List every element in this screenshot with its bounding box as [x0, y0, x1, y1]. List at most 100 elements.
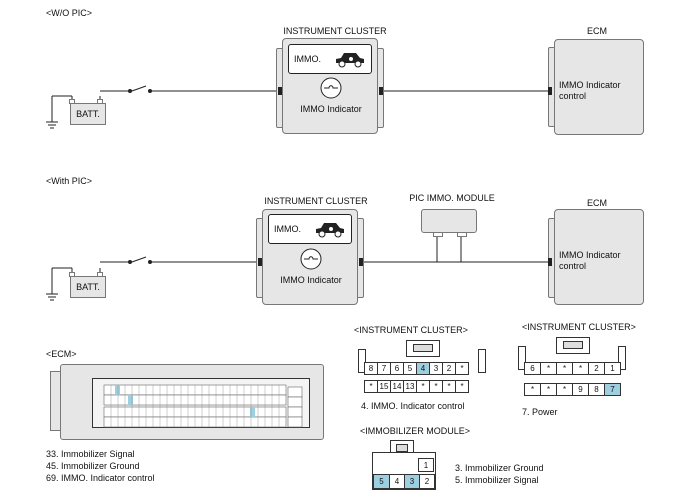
- pic-immo-module: [421, 209, 477, 233]
- pin-highlighted: 5: [373, 474, 390, 489]
- top-switch-contact: [148, 89, 152, 93]
- pin: *: [556, 362, 573, 375]
- pin: 14: [390, 380, 404, 393]
- ecm-note-2: 45. Immobilizer Ground: [46, 461, 140, 471]
- ecm-connector-label: <ECM>: [46, 349, 77, 359]
- pin: *: [416, 380, 430, 393]
- pic-module-pin: [457, 232, 467, 237]
- pin: 7: [377, 362, 391, 375]
- top-cluster-pin-right: [379, 87, 383, 95]
- top-cluster-title: INSTRUMENT CLUSTER: [283, 26, 387, 36]
- top-battery-wiring: [46, 85, 548, 129]
- pin: *: [455, 362, 469, 375]
- cluster-connector-1-label: <INSTRUMENT CLUSTER>: [354, 325, 468, 335]
- ecm-pin-69-highlight: [115, 385, 120, 395]
- top-battery-label: BATT.: [76, 109, 100, 119]
- top-switch-contact: [128, 89, 132, 93]
- cluster-connector-2-row-2: * * * 9 8 7: [524, 383, 621, 396]
- pin-highlighted: 4: [416, 362, 430, 375]
- immobilizer-pin-1: 1: [418, 458, 434, 472]
- cluster-connector-2-label: <INSTRUMENT CLUSTER>: [522, 322, 636, 332]
- pin: *: [442, 380, 456, 393]
- bottom-ecm: [554, 209, 644, 305]
- immobilizer-note-2: 5. Immobilizer Signal: [455, 475, 539, 485]
- ecm-note-1: 33. Immobilizer Signal: [46, 449, 135, 459]
- pin: *: [524, 383, 541, 396]
- immobilizer-pin-row: 5 4 3 2: [373, 474, 435, 489]
- bottom-ecm-text-2: control: [559, 261, 587, 271]
- top-indicator-label: IMMO Indicator: [300, 104, 362, 114]
- bottom-battery-terminal: [97, 272, 103, 277]
- bottom-cluster-title: INSTRUMENT CLUSTER: [264, 196, 368, 206]
- pin: *: [429, 380, 443, 393]
- ecm-pin-45-highlight: [128, 395, 133, 405]
- cluster-connector-2-side: [618, 346, 626, 370]
- cluster-connector-1-side: [478, 349, 486, 373]
- pin: 8: [588, 383, 605, 396]
- bottom-cluster-pin-right: [359, 258, 363, 266]
- pin: *: [455, 380, 469, 393]
- top-immo-panel: IMMO.: [288, 44, 372, 74]
- bottom-battery: BATT.: [70, 276, 106, 298]
- pin: *: [556, 383, 573, 396]
- ecm-pin-33-highlight: [250, 407, 255, 417]
- ecm-note-3: 69. IMMO. Indicator control: [46, 473, 155, 483]
- car-key-icon: [336, 53, 364, 68]
- pin: 9: [572, 383, 589, 396]
- top-cluster-pin-left: [278, 87, 282, 95]
- cluster-connector-1-side: [358, 349, 366, 373]
- pin-highlighted: 7: [604, 383, 621, 396]
- pin: 1: [604, 362, 621, 375]
- bottom-battery-wiring: [46, 236, 548, 301]
- pic-module-title: PIC IMMO. MODULE: [409, 193, 495, 203]
- top-ecm-text-2: control: [559, 91, 587, 101]
- top-battery: BATT.: [70, 103, 106, 125]
- cluster-connector-2-row-1: 6 * * * 2 1: [524, 362, 621, 375]
- top-ecm-title: ECM: [587, 26, 607, 36]
- bottom-immo-label: IMMO.: [274, 224, 301, 234]
- pin: 4: [389, 474, 405, 489]
- pin: 6: [390, 362, 404, 375]
- cluster-connector-1-row-1: 8 7 6 5 4 3 2 *: [364, 362, 469, 375]
- pin: *: [540, 383, 557, 396]
- bottom-cluster-pin-left: [258, 258, 262, 266]
- with-pic-label: <With PIC>: [46, 176, 93, 186]
- bottom-switch-contact: [148, 260, 152, 264]
- top-battery-terminal: [69, 99, 75, 104]
- cluster-connector-2-note: 7. Power: [522, 407, 558, 417]
- immobilizer-latch-inner: [396, 444, 408, 452]
- wo-pic-label: <W/O PIC>: [46, 8, 93, 18]
- cluster-connector-1-note: 4. IMMO. Indicator control: [361, 401, 465, 411]
- cluster-connector-1-latch-inner: [413, 344, 433, 352]
- immobilizer-note-1: 3. Immobilizer Ground: [455, 463, 544, 473]
- pin: 15: [377, 380, 391, 393]
- bottom-indicator-lamp-icon: [300, 248, 322, 270]
- top-immo-label: IMMO.: [294, 54, 321, 64]
- top-battery-terminal: [97, 99, 103, 104]
- cluster-connector-2-latch-inner: [563, 341, 583, 349]
- pin: 8: [364, 362, 378, 375]
- pin: 13: [403, 380, 417, 393]
- pin: 3: [429, 362, 443, 375]
- immobilizer-module-label: <IMMOBILIZER MODULE>: [360, 426, 471, 436]
- bottom-indicator-label: IMMO Indicator: [280, 275, 342, 285]
- cluster-connector-2-side: [518, 346, 526, 370]
- pin: 2: [588, 362, 605, 375]
- top-ecm-pin: [548, 87, 552, 95]
- top-ecm-text-1: IMMO Indicator: [559, 80, 621, 90]
- bottom-ecm-title: ECM: [587, 198, 607, 208]
- top-indicator-lamp-icon: [320, 77, 342, 99]
- pic-module-pin: [433, 232, 443, 237]
- pin-highlighted: 3: [404, 474, 420, 489]
- pin: 2: [442, 362, 456, 375]
- bottom-ecm-pin: [548, 258, 552, 266]
- bottom-immo-panel: IMMO.: [268, 214, 352, 244]
- bottom-battery-label: BATT.: [76, 282, 100, 292]
- pin: *: [364, 380, 378, 393]
- bottom-ecm-text-1: IMMO Indicator: [559, 250, 621, 260]
- car-key-icon: [316, 223, 344, 238]
- cluster-connector-1-row-2: * 15 14 13 * * * *: [364, 380, 469, 393]
- pin: 2: [419, 474, 435, 489]
